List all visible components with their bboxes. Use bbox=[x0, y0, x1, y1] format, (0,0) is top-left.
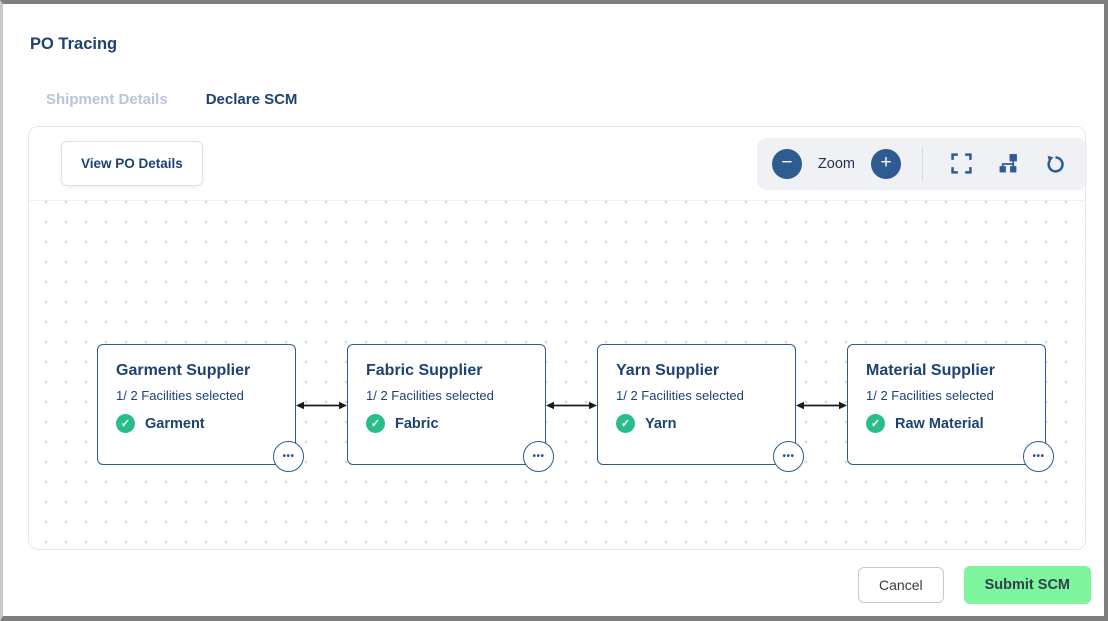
check-icon: ✓ bbox=[866, 414, 885, 433]
node-title: Material Supplier bbox=[866, 362, 995, 379]
node-tag-row: ✓ Fabric bbox=[366, 414, 527, 433]
tab-bar: Shipment Details Declare SCM bbox=[46, 91, 297, 108]
more-options-icon[interactable]: ••• bbox=[273, 441, 304, 472]
check-icon: ✓ bbox=[616, 414, 635, 433]
node-yarn-supplier[interactable]: Yarn Supplier 1/ 2 Facilities selected ✓… bbox=[597, 344, 804, 472]
toolbar-divider bbox=[922, 145, 923, 182]
hierarchy-layout-icon[interactable] bbox=[997, 153, 1019, 175]
more-options-icon[interactable]: ••• bbox=[1023, 441, 1054, 472]
scm-flow-canvas[interactable]: Garment Supplier 1/ 2 Facilities selecte… bbox=[29, 201, 1085, 549]
node-facilities-status: 1/ 2 Facilities selected bbox=[866, 388, 994, 403]
node-tag-row: ✓ Garment bbox=[116, 414, 277, 433]
zoom-controls: − Zoom + bbox=[756, 137, 1087, 190]
node-title: Garment Supplier bbox=[116, 362, 251, 379]
node-material-supplier[interactable]: Material Supplier 1/ 2 Facilities select… bbox=[847, 344, 1054, 472]
node-tag-row: ✓ Raw Material bbox=[866, 414, 1027, 433]
view-po-details-button[interactable]: View PO Details bbox=[61, 141, 203, 186]
node-garment-supplier[interactable]: Garment Supplier 1/ 2 Facilities selecte… bbox=[97, 344, 304, 472]
node-title: Yarn Supplier bbox=[616, 362, 720, 379]
check-icon: ✓ bbox=[116, 414, 135, 433]
node-tag-label: Yarn bbox=[645, 415, 677, 432]
scm-panel: View PO Details − Zoom + bbox=[28, 126, 1087, 550]
zoom-in-button[interactable]: + bbox=[871, 148, 901, 179]
node-tag-label: Raw Material bbox=[895, 415, 984, 432]
node-facilities-status: 1/ 2 Facilities selected bbox=[116, 388, 244, 403]
more-options-icon[interactable]: ••• bbox=[523, 441, 554, 472]
check-icon: ✓ bbox=[366, 414, 385, 433]
flow-arrow bbox=[546, 401, 597, 410]
node-tag-label: Garment bbox=[145, 415, 205, 432]
tab-declare-scm[interactable]: Declare SCM bbox=[205, 91, 298, 108]
fullscreen-icon[interactable] bbox=[950, 153, 972, 175]
node-tag-row: ✓ Yarn bbox=[616, 414, 777, 433]
more-options-icon[interactable]: ••• bbox=[773, 441, 804, 472]
submit-scm-button[interactable]: Submit SCM bbox=[963, 566, 1091, 604]
node-tag-label: Fabric bbox=[395, 415, 439, 432]
node-facilities-status: 1/ 2 Facilities selected bbox=[366, 388, 494, 403]
cancel-button[interactable]: Cancel bbox=[858, 567, 944, 603]
page-title: PO Tracing bbox=[30, 35, 118, 53]
canvas-toolbar: View PO Details − Zoom + bbox=[29, 127, 1087, 201]
zoom-out-button[interactable]: − bbox=[771, 148, 802, 179]
zoom-label: Zoom bbox=[817, 155, 855, 172]
tab-shipment-details[interactable]: Shipment Details bbox=[46, 91, 168, 108]
flow-arrow bbox=[796, 401, 847, 410]
node-title: Fabric Supplier bbox=[366, 362, 483, 379]
node-facilities-status: 1/ 2 Facilities selected bbox=[616, 388, 744, 403]
node-fabric-supplier[interactable]: Fabric Supplier 1/ 2 Facilities selected… bbox=[347, 344, 554, 472]
footer-actions: Cancel Submit SCM bbox=[3, 554, 1104, 616]
flow-arrow bbox=[296, 401, 347, 410]
refresh-icon[interactable] bbox=[1044, 153, 1066, 175]
